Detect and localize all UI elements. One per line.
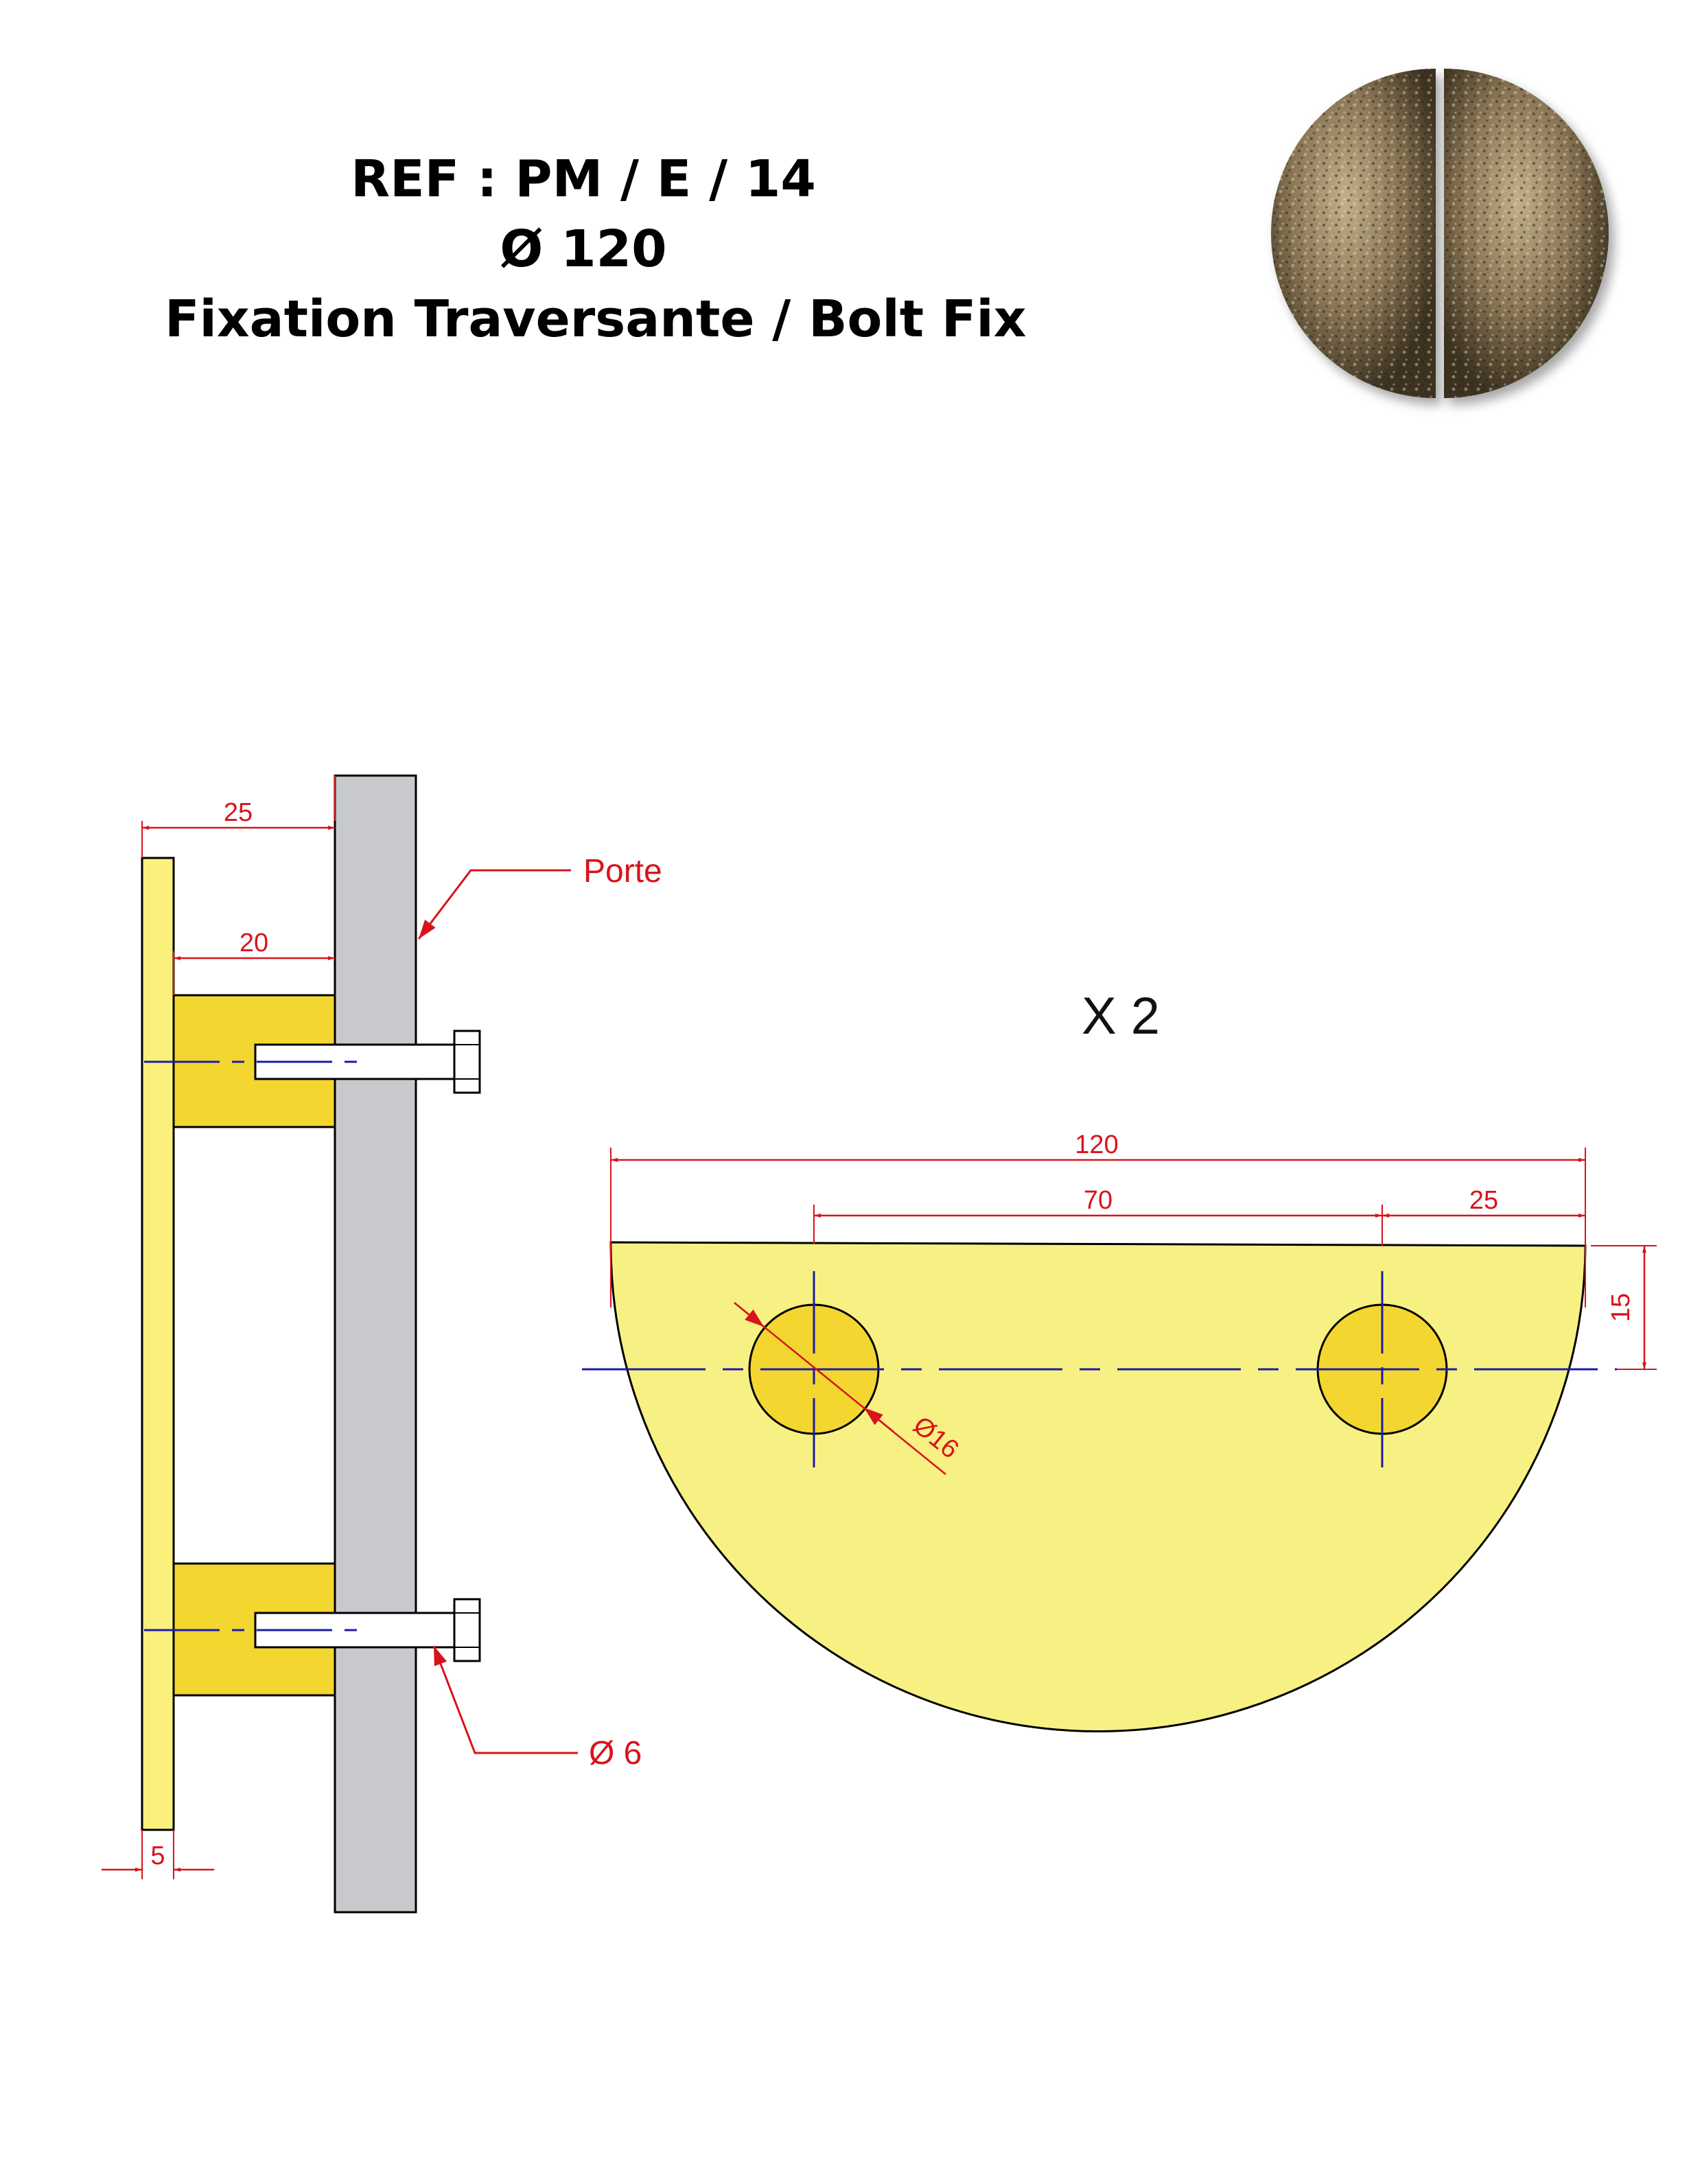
quantity-label: X 2 xyxy=(1082,987,1160,1045)
dim-width: 120 xyxy=(1075,1130,1118,1159)
dim-hole-spacing: 70 xyxy=(1084,1186,1112,1215)
halfmoon-plate xyxy=(609,1241,1587,1732)
dim-plate-thickness: 5 xyxy=(150,1842,165,1870)
front-view: X 2 120 70 25 15 Ø16 xyxy=(582,987,1657,1732)
label-door: Porte xyxy=(583,853,662,890)
dim-standoff: 20 xyxy=(240,929,268,957)
side-view: 25 20 5 Porte Ø 6 xyxy=(102,774,662,1914)
reference-title: REF : PM / E / 14 xyxy=(351,150,816,209)
handle-plate xyxy=(141,857,175,1831)
fixation-title: Fixation Traversante / Bolt Fix xyxy=(165,290,1027,349)
dim-edge-offset: 25 xyxy=(1469,1186,1498,1215)
dim-total-depth: 25 xyxy=(224,798,253,827)
label-bolt-diameter: Ø 6 xyxy=(589,1735,642,1771)
diameter-title: Ø 120 xyxy=(500,220,667,279)
door-panel xyxy=(334,774,417,1914)
dim-hole-height: 15 xyxy=(1607,1293,1635,1322)
product-photo-icon xyxy=(1271,69,1609,398)
title-block: REF : PM / E / 14 Ø 120 Fixation Travers… xyxy=(165,144,1027,354)
